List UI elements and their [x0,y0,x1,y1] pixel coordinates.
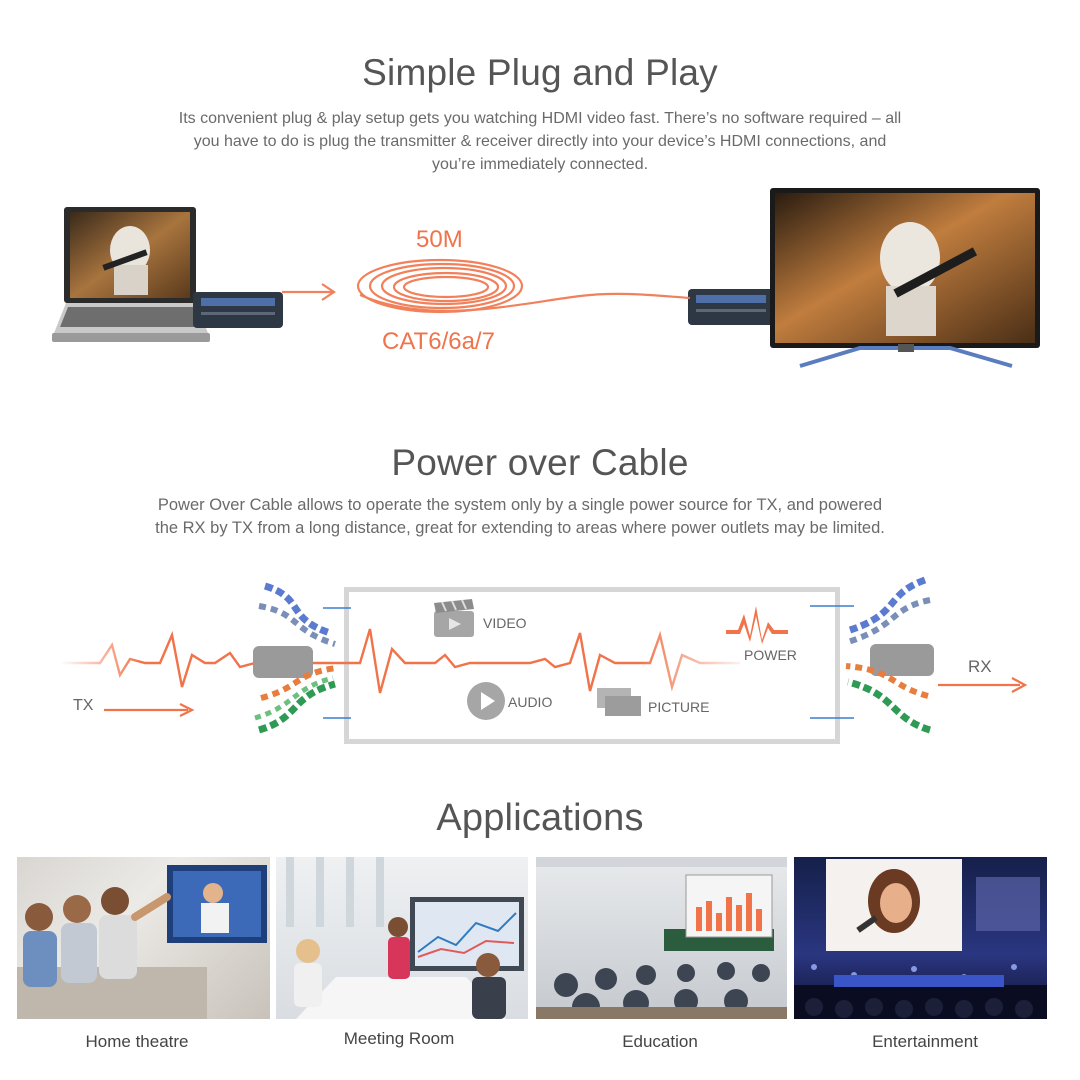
education-photo [536,857,787,1019]
power-waveform-icon [726,606,788,644]
power-label: POWER [744,647,797,663]
home-theatre-scene [17,865,267,1019]
description-line: you’re immediately connected. [431,156,649,173]
entertainment-scene [794,859,1047,1019]
picture-label: PICTURE [648,699,710,715]
education-caption: Education [622,1032,698,1051]
receiver-device [688,289,774,325]
meeting-room-photo [276,857,528,1019]
education-scene [536,857,787,1019]
home-theatre-photo [17,857,270,1019]
signal-waveform [60,628,740,694]
entertainment-photo [794,857,1047,1019]
description-line: you have to do is plug the transmitter &… [193,133,887,150]
description-line: the RX by TX from a long distance, great… [155,519,885,537]
entertainment-caption: Entertainment [872,1032,978,1051]
plug-and-play-title: Simple Plug and Play [362,52,718,93]
tv-illustration [770,188,1040,368]
cable-coil-illustration [282,258,691,314]
video-label: VIDEO [483,615,527,631]
rx-arrow-icon [938,677,1028,693]
plug-and-play-description: Its convenient plug & play setup gets yo… [100,107,980,176]
tx-arrow-icon [104,703,195,717]
tx-cable-bundle [253,582,351,734]
applications-title: Applications [436,797,644,839]
meeting-room-caption: Meeting Room [343,1029,455,1048]
audio-label: AUDIO [508,694,553,710]
tx-label: TX [73,697,94,714]
power-diagram-frame [344,587,840,744]
cable-type-label: CAT6/6a/7 [382,328,495,355]
meeting-room-scene [286,857,524,1019]
home-theatre-caption: Home theatre [85,1032,189,1051]
description-line: Its convenient plug & play setup gets yo… [178,110,902,127]
audio-play-icon [467,682,505,720]
video-clapperboard-icon [434,599,474,637]
rx-label: RX [968,657,992,676]
power-over-cable-title: Power over Cable [391,442,689,483]
transmitter-device [193,292,283,328]
picture-icon [597,688,641,716]
rx-cable-bundle [810,576,934,734]
cable-length-label: 50M [416,226,463,253]
description-line: Power Over Cable allows to operate the s… [157,496,883,514]
power-over-cable-description: Power Over Cable allows to operate the s… [90,494,950,540]
laptop-illustration [52,207,210,342]
